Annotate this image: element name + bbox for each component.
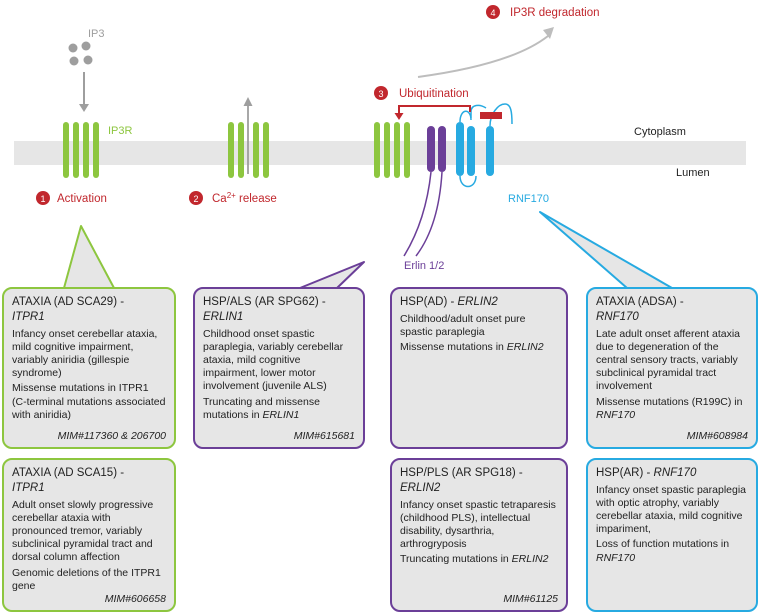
degradation-arrow	[417, 27, 554, 78]
card-spg62-title-text: HSP/ALS (AR SPG62) -	[203, 296, 326, 308]
card-adsa-title-text: ATAXIA (ADSA) -	[596, 296, 684, 308]
step-2-badge	[189, 191, 203, 205]
rnf170-label: RNF170	[508, 193, 549, 205]
step-1-badge	[36, 191, 50, 205]
card-hspar: HSP(AR) - RNF170 Infancy onset spastic p…	[586, 458, 758, 612]
card-sca29-mim: MIM#117360 & 206700	[57, 429, 166, 442]
step-2-label-sup: 2+	[227, 191, 236, 200]
ip3r-label: IP3R	[108, 125, 133, 137]
step-2-label: Ca2+ release	[212, 191, 277, 205]
card-sca15-title-text: ATAXIA (AD SCA15) -	[12, 467, 125, 479]
card-adsa-gene: RNF170	[596, 310, 639, 323]
card-hspar-description: Infancy onset spastic paraplegia with op…	[596, 483, 747, 536]
card-sca15-mim: MIM#606658	[104, 592, 166, 605]
card-spg62-title: HSP/ALS (AR SPG62) - ERLIN1	[203, 295, 355, 325]
card-sca29-mutations: Missense mutations in ITPR1 (C-terminal …	[12, 382, 166, 421]
card-spg62-mim: MIM#615681	[293, 429, 355, 442]
card-sca29-gene: ITPR1	[12, 310, 45, 323]
card-spg62-mutations-text: Truncating and missense mutations in	[203, 395, 320, 421]
ip3r-channel	[63, 122, 99, 178]
card-adsa: ATAXIA (ADSA) - RNF170 Late adult onset a…	[586, 287, 758, 449]
step-3-badge	[374, 86, 388, 100]
card-spg62: HSP/ALS (AR SPG62) - ERLIN1 Childhood ons…	[193, 287, 365, 449]
ubiquitination-arrow	[394, 105, 471, 120]
card-adsa-title: ATAXIA (ADSA) - RNF170	[596, 295, 748, 325]
card-sca15-title: ATAXIA (AD SCA15) - ITPR1	[12, 466, 166, 496]
card-sca29-title-text: ATAXIA (AD SCA29) -	[12, 296, 125, 308]
card-hspar-mutations-text: Loss of function mutations in	[596, 538, 730, 551]
card-sca15: ATAXIA (AD SCA15) - ITPR1 Adult onset slo…	[2, 458, 176, 612]
card-spg18-title-text: HSP/PLS (AR SPG18) -	[400, 467, 523, 479]
card-hspad-mutations: Missense mutations in ERLIN2	[400, 341, 558, 354]
lumen-label: Lumen	[676, 167, 710, 179]
step-2-label-post: release	[236, 193, 277, 205]
card-hspad-gene: ERLIN2	[457, 296, 498, 308]
erlin-complex	[403, 126, 446, 257]
ip3r-channel-open	[228, 122, 269, 178]
ip3-label: IP3	[88, 28, 105, 40]
step-4-number: 4	[490, 8, 495, 18]
card-hspad: HSP(AD) - ERLIN2 Childhood/adult onset p…	[390, 287, 568, 449]
card-spg62-mutations: Truncating and missense mutations in ERL…	[203, 396, 355, 422]
card-hspad-mutations-gene: ERLIN2	[506, 341, 544, 354]
card-spg18-gene: ERLIN2	[400, 481, 441, 494]
card-hspad-title: HSP(AD) - ERLIN2	[400, 295, 558, 310]
ring-domain	[480, 112, 502, 119]
step-1-label: Activation	[57, 193, 107, 205]
erlin-label: Erlin 1/2	[404, 260, 444, 272]
card-hspad-description: Childhood/adult onset pure spastic parap…	[400, 312, 526, 339]
callout-pointer-itpr1	[63, 225, 115, 289]
card-spg62-mutations-gene: ERLIN1	[262, 408, 300, 421]
card-hspad-title-text: HSP(AD) -	[400, 296, 455, 308]
card-hspar-mutations: Loss of function mutations in RNF170	[596, 538, 748, 564]
ip3r-channel-complex	[374, 122, 410, 178]
card-adsa-description: Late adult onset afferent ataxia due to …	[596, 327, 740, 393]
card-sca29-title: ATAXIA (AD SCA29) - ITPR1	[12, 295, 166, 325]
step-4-label: IP3R degradation	[510, 7, 600, 19]
card-sca15-description: Adult onset slowly progressive cerebella…	[12, 498, 154, 564]
card-spg18-description: Infancy onset spastic tetraparesis (chil…	[400, 498, 556, 551]
card-spg62-gene: ERLIN1	[203, 310, 244, 323]
card-hspar-title: HSP(AR) - RNF170	[596, 466, 748, 481]
card-adsa-mutations-text: Missense mutations (R199C) in	[596, 395, 743, 408]
card-hspad-mutations-text: Missense mutations in	[400, 341, 507, 354]
card-sca29-description: Infancy onset cerebellar ataxia, mild co…	[12, 327, 158, 380]
card-hspar-mutations-gene: RNF170	[596, 551, 636, 564]
card-sca15-mutations: Genomic deletions of the ITPR1 gene	[12, 566, 161, 592]
cytoplasm-label: Cytoplasm	[634, 126, 686, 138]
card-adsa-mutations: Missense mutations (R199C) in RNF170	[596, 396, 748, 422]
card-adsa-mutations-gene: RNF170	[596, 408, 636, 421]
step-2-label-pre: Ca	[212, 193, 227, 205]
step-4-badge	[486, 5, 500, 19]
step-3-label: Ubiquitination	[399, 88, 469, 100]
step-2-number: 2	[193, 194, 198, 204]
card-spg18-mutations-text: Truncating mutations in	[400, 553, 512, 566]
card-sca29: ATAXIA (AD SCA29) - ITPR1 Infancy onset c…	[2, 287, 176, 449]
callout-pointer-rnf170	[539, 211, 673, 289]
card-spg18-mutations-gene: ERLIN2	[511, 553, 549, 566]
rnf170-protein	[456, 103, 513, 188]
card-hspar-title-text: HSP(AR) -	[596, 467, 651, 479]
card-spg18: HSP/PLS (AR SPG18) - ERLIN2 Infancy onset…	[390, 458, 568, 612]
card-adsa-mim: MIM#608984	[686, 429, 748, 442]
calcium-release-arrow	[243, 97, 253, 174]
card-spg18-mim: MIM#61125	[503, 592, 558, 605]
card-hspar-gene: RNF170	[653, 467, 697, 479]
ip3-molecules	[68, 41, 93, 66]
card-spg62-description: Childhood onset spastic paraplegia, vari…	[203, 327, 344, 393]
card-spg18-mutations: Truncating mutations in ERLIN2	[400, 553, 558, 566]
step-1-number: 1	[40, 194, 45, 204]
card-spg18-title: HSP/PLS (AR SPG18) - ERLIN2	[400, 466, 558, 496]
ip3-binding-arrow	[79, 72, 89, 112]
callout-pointer-erlin	[299, 261, 365, 289]
card-sca15-gene: ITPR1	[12, 481, 45, 494]
step-3-number: 3	[378, 89, 383, 99]
